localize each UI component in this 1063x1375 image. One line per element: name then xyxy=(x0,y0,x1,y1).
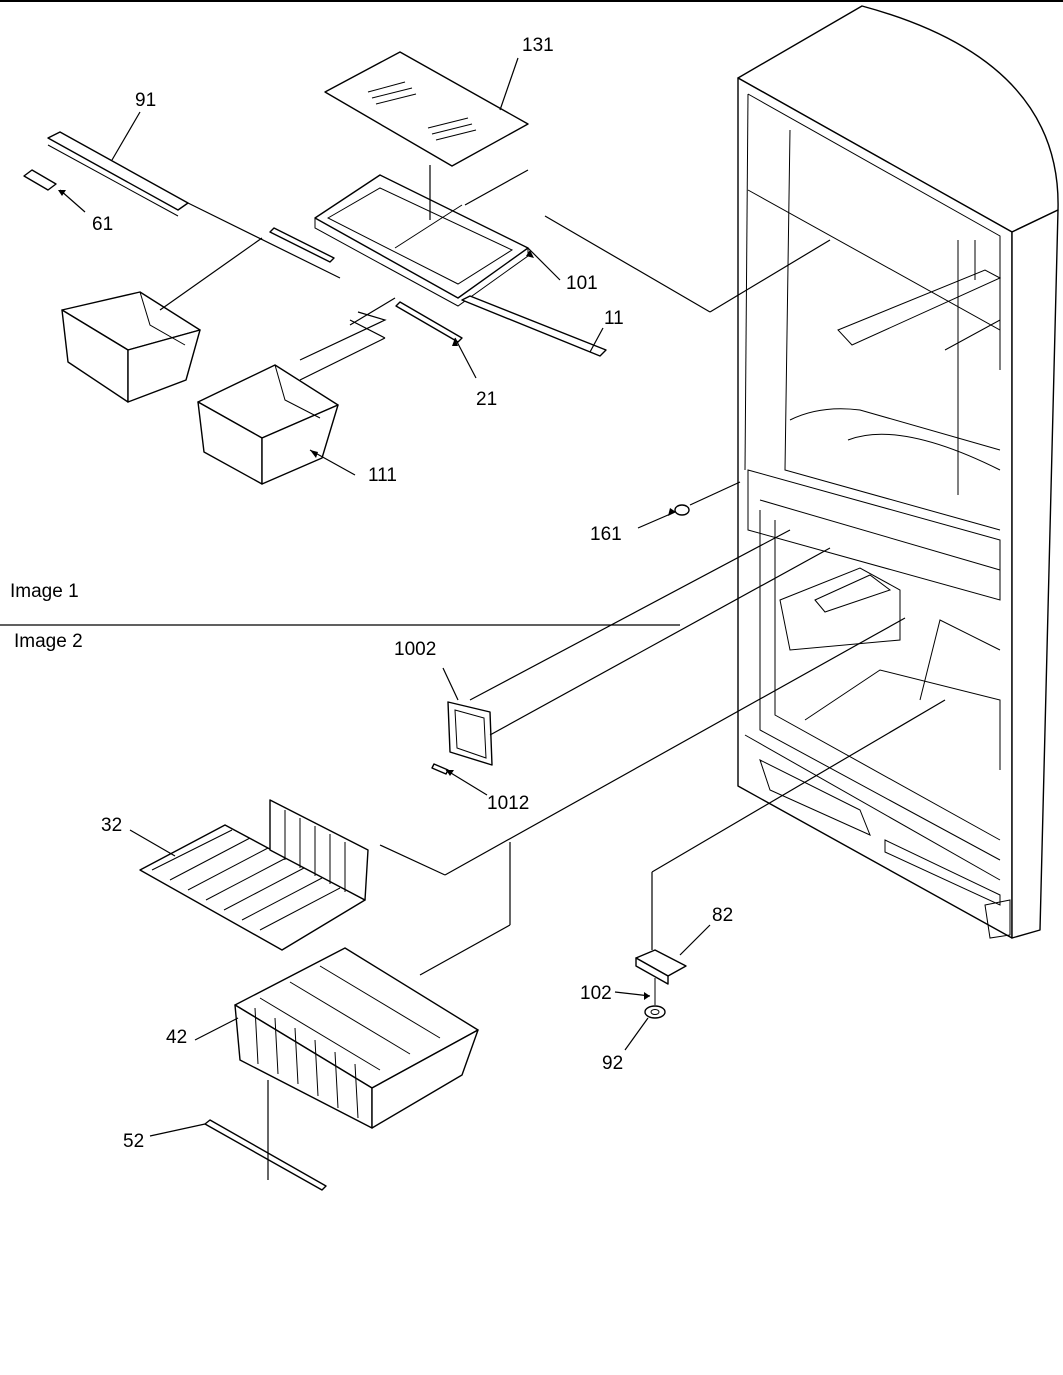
refrigerator-cabinet xyxy=(737,5,1059,939)
part-label-61: 61 xyxy=(92,214,114,235)
part-label-32: 32 xyxy=(101,815,123,836)
wire-shelf-32 xyxy=(139,799,369,951)
part-label-21: 21 xyxy=(476,389,498,410)
section-label-image-2: Image 2 xyxy=(14,631,83,652)
part-label-92: 92 xyxy=(602,1053,624,1074)
glass-shelf xyxy=(324,51,529,167)
plug-161 xyxy=(674,504,690,516)
support-21 xyxy=(395,301,463,343)
crisper-frame xyxy=(314,174,529,307)
part-label-131: 131 xyxy=(522,35,554,56)
rail-91 xyxy=(47,131,189,217)
part-label-111: 111 xyxy=(368,465,397,486)
arrow-heads xyxy=(58,190,676,1000)
section-label-image-1: Image 1 xyxy=(10,581,79,602)
part-label-11: 11 xyxy=(604,308,624,329)
part-label-161: 161 xyxy=(590,524,622,545)
part-label-82: 82 xyxy=(712,905,734,926)
glide-strip-11 xyxy=(461,295,607,357)
part-label-52: 52 xyxy=(123,1131,145,1152)
crisper-drawer-right xyxy=(197,364,339,485)
part-label-42: 42 xyxy=(166,1027,188,1048)
part-label-1002: 1002 xyxy=(394,639,437,660)
leveler-assembly xyxy=(635,949,687,1019)
part-label-91: 91 xyxy=(135,90,157,111)
support-strip xyxy=(269,227,335,263)
filter-1002 xyxy=(447,701,493,766)
part-label-1012: 1012 xyxy=(487,793,530,814)
screw-1012 xyxy=(431,763,449,775)
wire-basket-42 xyxy=(234,947,479,1129)
clip-61 xyxy=(23,169,57,191)
rod-52 xyxy=(204,1119,327,1191)
leader-lines xyxy=(59,57,946,1180)
crisper-drawer-left xyxy=(61,291,201,403)
part-label-102: 102 xyxy=(580,983,612,1004)
part-label-101: 101 xyxy=(566,273,598,294)
